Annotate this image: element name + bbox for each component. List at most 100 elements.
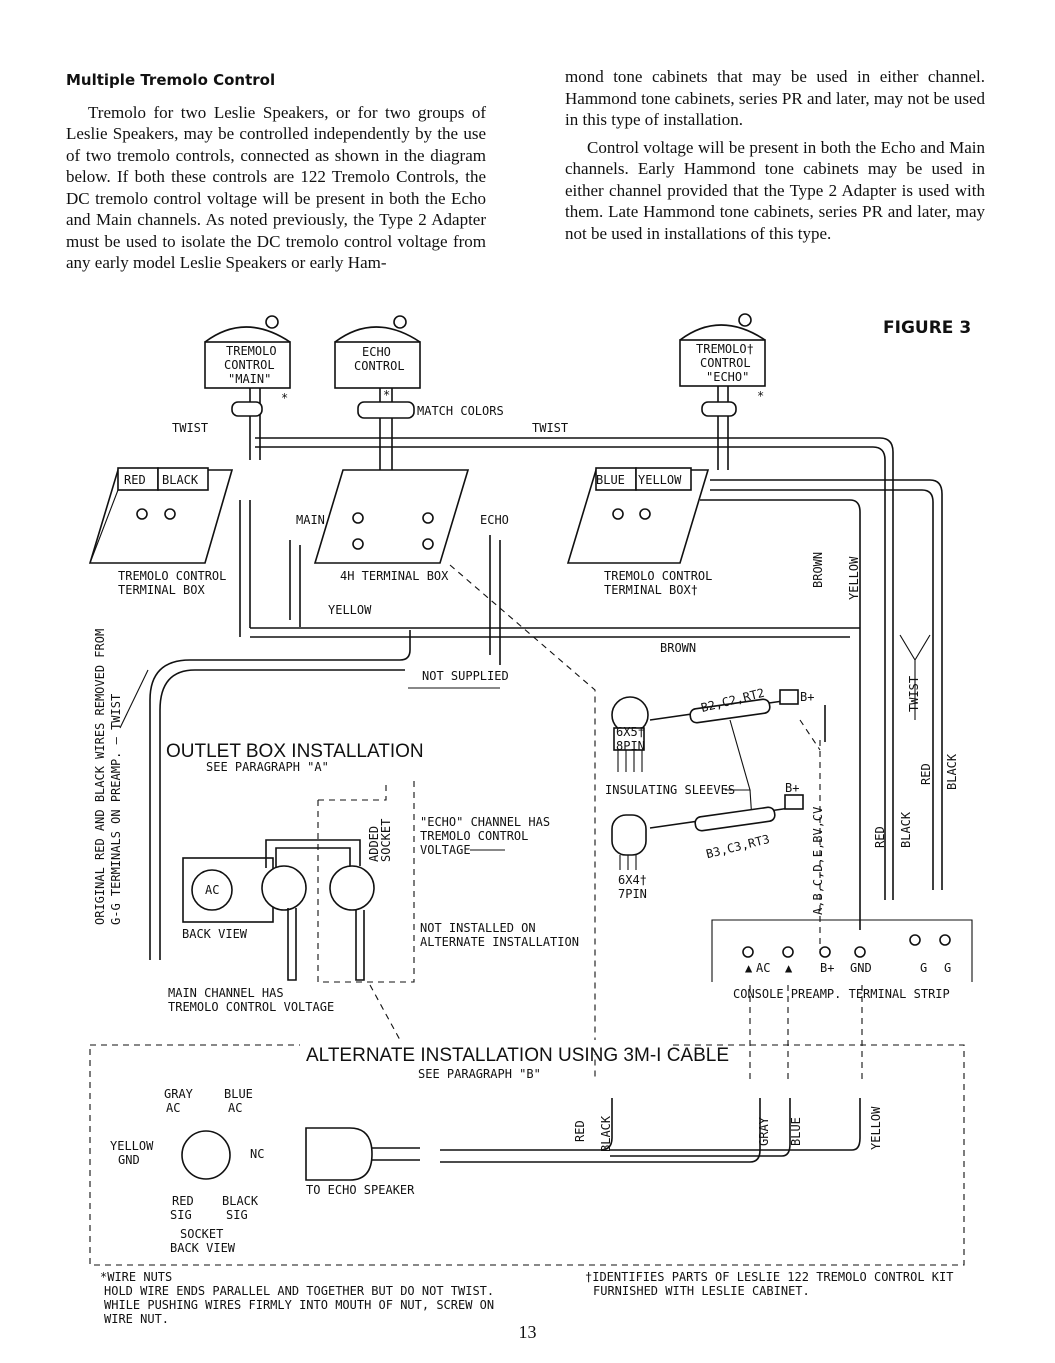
label-line: BACK VIEW — [170, 1241, 236, 1255]
cable-wire-label: BLUE — [789, 1117, 803, 1146]
section-heading: Multiple Tremolo Control — [66, 71, 276, 89]
label-line: SIG — [226, 1208, 248, 1222]
see-paragraph-a: SEE PARAGRAPH "A" — [206, 760, 329, 774]
echo-control: ECHO CONTROL * MATCH COLORS — [334, 315, 504, 470]
page-number: 13 — [518, 1322, 537, 1342]
label-line: ECHO — [362, 345, 391, 359]
pin-label: B3,C3,RT3 — [705, 832, 771, 861]
console-preamp-terminal-strip: ▲ AC ▲ B+ GND G G CONSOLE PREAMP. TERMIN… — [711, 919, 973, 1001]
vertical-wire-label: BLACK — [945, 753, 959, 790]
nc-label: NC — [250, 1147, 264, 1161]
box-label: 4H TERMINAL BOX — [340, 569, 449, 583]
label-line: TERMINAL BOX — [118, 583, 205, 597]
label-line: RED — [172, 1194, 194, 1208]
label-line: TREMOLO CONTROL — [604, 569, 712, 583]
label-line: AC — [166, 1101, 180, 1115]
vertical-wire-label: RED — [919, 763, 933, 785]
label-line: 6X5† — [616, 725, 645, 739]
bplus-label: B+ — [800, 690, 814, 704]
brown-wire-label: BROWN — [660, 641, 696, 655]
yellow-wire-label: YELLOW — [328, 603, 372, 617]
label-line: TREMOLO CONTROL VOLTAGE — [168, 1000, 334, 1014]
label-line: YELLOW — [110, 1139, 154, 1153]
tube-6x5: 6X5† 8PIN — [611, 696, 649, 772]
back-view-label: BACK VIEW — [182, 927, 248, 941]
footnote-line: WHILE PUSHING WIRES FIRMLY INTO MOUTH OF… — [104, 1298, 494, 1312]
echo-label: ECHO — [480, 513, 509, 527]
wire-label: BLUE — [596, 473, 625, 487]
label-line: MAIN CHANNEL HAS — [168, 986, 284, 1000]
wire-label: BLACK — [162, 473, 199, 487]
body-paragraph: mond tone cabinets that may be used in e… — [565, 67, 985, 129]
strip-gnd-label: GND — [850, 961, 872, 975]
label-line: GRAY — [164, 1087, 194, 1101]
socket-icon — [329, 865, 375, 911]
main-label: MAIN — [296, 513, 325, 527]
footnote-line: †IDENTIFIES PARTS OF LESLIE 122 TREMOLO … — [585, 1270, 953, 1284]
see-paragraph-b: SEE PARAGRAPH "B" — [418, 1067, 541, 1081]
not-supplied-label: NOT SUPPLIED — [422, 669, 509, 683]
vertical-wire-label: TWIST — [907, 676, 921, 712]
label-line: "MAIN" — [228, 372, 271, 386]
svg-text:*: * — [757, 389, 764, 403]
label-line: BLUE — [224, 1087, 253, 1101]
svg-text:▲: ▲ — [785, 961, 793, 975]
plug-icon — [305, 1127, 373, 1181]
label-line: SOCKET — [379, 819, 393, 862]
vertical-wire-label: BROWN — [811, 552, 825, 588]
ac-label: AC — [205, 883, 219, 897]
label-line: TREMOLO CONTROL — [118, 569, 226, 583]
label-line: CONTROL — [224, 358, 275, 372]
alternate-installation: ALTERNATE INSTALLATION USING 3M-I CABLE … — [89, 1040, 965, 1266]
cable-wire-label: YELLOW — [869, 1106, 883, 1150]
cable-wire-label: GRAY — [757, 1116, 771, 1146]
strip-g-label: G — [920, 961, 927, 975]
label-line: TREMOLO — [226, 344, 277, 358]
vertical-wire-label: BLACK — [899, 811, 913, 848]
label-line: GND — [118, 1153, 140, 1167]
left-column: Multiple Tremolo Control Tremolo for two… — [66, 70, 486, 280]
label-line: TREMOLO CONTROL — [420, 829, 528, 843]
label-line: G-G TERMINALS ON PREAMP. — TWIST — [109, 694, 123, 925]
footnote-line: FURNISHED WITH LESLIE CABINET. — [593, 1284, 810, 1298]
bplus-label: B+ — [785, 781, 799, 795]
twist-label: TWIST — [172, 421, 208, 435]
label-line: SIG — [170, 1208, 192, 1222]
alternate-title: ALTERNATE INSTALLATION USING 3M-I CABLE — [306, 1045, 729, 1066]
pin-list-label: A,B,C,D,E,BV,CV — [811, 807, 825, 915]
body-paragraph: Control voltage will be present in both … — [565, 137, 985, 243]
insulating-sleeves-label: INSULATING SLEEVES — [605, 783, 735, 797]
label-line: CONTROL — [700, 356, 751, 370]
label-line: BLACK — [222, 1194, 259, 1208]
tremolo-terminal-box-left: RED BLACK TREMOLO CONTROL TERMINAL BOX — [88, 467, 234, 597]
footnote-line: WIRE NUT. — [104, 1312, 169, 1326]
svg-text:▲: ▲ — [745, 961, 753, 975]
svg-text:*: * — [383, 388, 390, 402]
label-line: SOCKET — [180, 1227, 223, 1241]
strip-bplus-label: B+ — [820, 961, 834, 975]
label-line: "ECHO" CHANNEL HAS — [420, 815, 550, 829]
vertical-wire-label: RED — [873, 826, 887, 848]
svg-text:*: * — [281, 391, 288, 405]
socket-icon — [261, 865, 307, 911]
side-note: ORIGINAL RED AND BLACK WIRES REMOVED FRO… — [93, 629, 123, 925]
label-line: ADDED — [367, 826, 381, 862]
label-line: 7PIN — [618, 887, 647, 901]
cable-wire-label: RED — [573, 1120, 587, 1142]
vertical-wire-label: YELLOW — [847, 556, 861, 600]
to-echo-speaker-label: TO ECHO SPEAKER — [306, 1183, 415, 1197]
label-line: ORIGINAL RED AND BLACK WIRES REMOVED FRO… — [93, 629, 107, 925]
wire-label: YELLOW — [638, 473, 682, 487]
footnote-dagger: †IDENTIFIES PARTS OF LESLIE 122 TREMOLO … — [585, 1270, 953, 1298]
label-line: 8PIN — [616, 739, 645, 753]
match-colors-label: MATCH COLORS — [417, 404, 504, 418]
label-line: TREMOLO† — [696, 342, 754, 356]
wire-label: RED — [124, 473, 146, 487]
right-column: mond tone cabinets that may be used in e… — [565, 66, 985, 250]
tremolo-terminal-box-right: BLUE YELLOW TREMOLO CONTROL TERMINAL BOX… — [566, 467, 712, 597]
label-line: CONTROL — [354, 359, 405, 373]
label-line: TERMINAL BOX† — [604, 583, 698, 597]
body-paragraph: Tremolo for two Leslie Speakers, or for … — [66, 102, 486, 273]
figure-title: FIGURE 3 — [883, 318, 971, 338]
4h-terminal-box: MAIN ECHO 4H TERMINAL BOX — [289, 469, 509, 665]
